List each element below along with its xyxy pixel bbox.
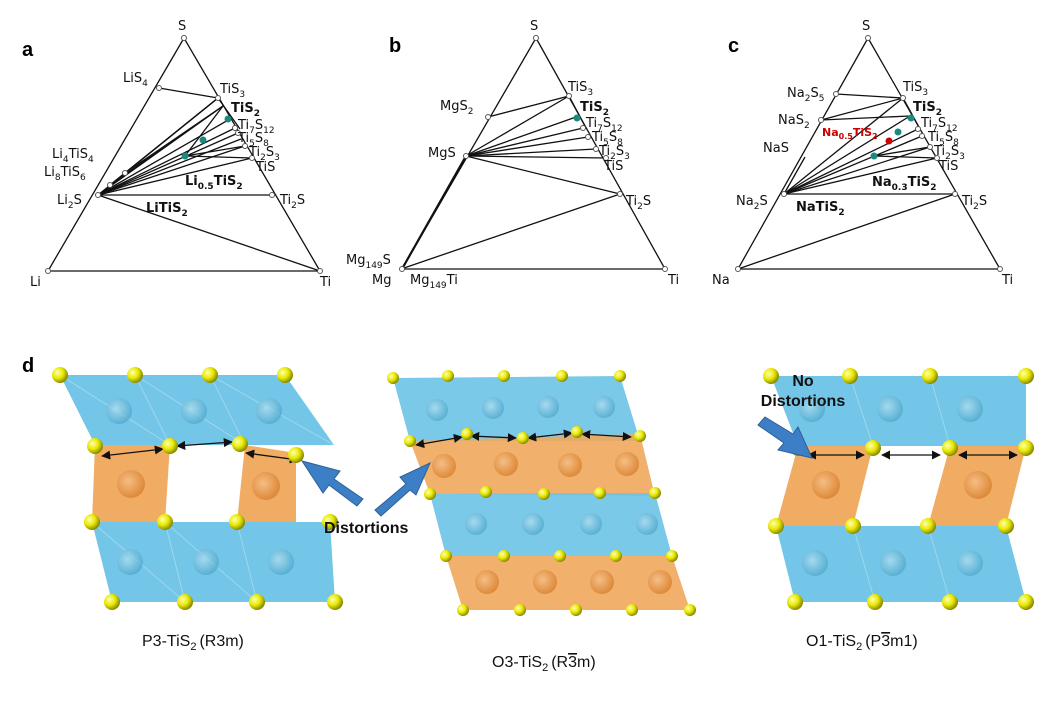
triangle-a-point-ti7s12 (224, 115, 232, 123)
label-ti2s3-a: Ti2S3 (248, 145, 280, 163)
annotation-distortions: Distortions (324, 520, 409, 537)
triangle-c-point-na03tis2 (870, 152, 878, 160)
phase-diagram-c (736, 36, 1002, 270)
label-mg149ti: Mg149Ti (410, 273, 458, 291)
label-na2s: Na2S (736, 194, 768, 212)
panel-label-b: b (389, 35, 401, 57)
structure-o1 (763, 368, 1034, 610)
distortion-arrows (300, 416, 813, 517)
label-ti5s8-b: Ti5S8 (591, 130, 623, 148)
triangle-a-points (45, 35, 323, 274)
label-mg149s: Mg149S (346, 253, 391, 271)
label-ti7s12-a: Ti7S12 (237, 118, 275, 136)
vertex-label-na: Na (712, 273, 730, 288)
arrow-to-o1 (757, 416, 813, 459)
label-ti5s8-a: Ti5S8 (237, 131, 269, 149)
label-li8tis6: Li8TiS6 (44, 165, 86, 183)
phase-diagram-b (400, 36, 667, 270)
panel-label-c: c (728, 35, 739, 57)
triangle-c-point-ti7s12 (907, 114, 915, 122)
label-ti2s-c: Ti2S (961, 194, 987, 212)
label-mgs: MgS (428, 146, 456, 161)
panel-label-d: d (22, 355, 34, 377)
label-ti2s-a: Ti2S (279, 193, 305, 211)
arrow-to-o3 (374, 461, 431, 517)
triangle-b-point-tis2 (573, 114, 581, 122)
caption-o1: O1-TiS2(P3m1) (806, 633, 918, 653)
label-li2s: Li2S (57, 193, 82, 211)
label-nas2: NaS2 (778, 113, 810, 131)
triangle-a-point-li05tis2-upper (199, 136, 207, 144)
label-natis2: NaTiS2 (796, 200, 845, 218)
arrow-to-p3 (300, 460, 364, 507)
label-ti2s3-c: Ti2S3 (933, 144, 965, 162)
label-ti2s3-b: Ti2S3 (598, 144, 630, 162)
structure-o3 (387, 370, 696, 616)
label-na03tis2: Na0.3TiS2 (872, 175, 937, 193)
label-ti5s8-c: Ti5S8 (927, 130, 959, 148)
label-ti7s12-b: Ti7S12 (585, 116, 623, 134)
label-na2s5: Na2S5 (787, 86, 824, 104)
label-li4tis4: Li4TiS4 (52, 147, 94, 165)
label-li05tis2: Li0.5TiS2 (185, 174, 243, 192)
label-na05tis2: Na0.5TiS2 (822, 126, 878, 141)
annotation-no: No (792, 373, 814, 390)
panel-label-a: a (22, 39, 34, 61)
caption-o3: O3-TiS2(R3m) (492, 654, 596, 674)
triangle-b-outline (400, 36, 667, 270)
vertex-label-li: Li (30, 275, 41, 290)
vertex-label-s-a: S (178, 19, 186, 34)
triangle-c-point-na05tis2 (885, 137, 893, 145)
label-tis3-a: TiS3 (219, 82, 245, 100)
vertex-label-s-c: S (862, 19, 870, 34)
label-tis2-b: TiS2 (580, 100, 609, 118)
phase-diagram-a (46, 36, 322, 272)
vertex-label-mg: Mg (372, 273, 391, 288)
label-lis4: LiS4 (123, 71, 148, 89)
caption-p3: P3-TiS2(R3m) (142, 633, 244, 653)
label-tis3-c: TiS3 (902, 80, 928, 98)
label-nas: NaS (763, 141, 789, 156)
label-mgs2: MgS2 (440, 99, 473, 117)
label-tis-c: TiS (938, 159, 958, 174)
vertex-label-ti-b: Ti (667, 273, 679, 288)
triangle-c-outline (736, 36, 1002, 270)
label-litis2: LiTiS2 (146, 201, 188, 219)
vertex-label-s-b: S (530, 19, 538, 34)
structure-p3 (52, 367, 343, 610)
label-ti7s12-c: Ti7S12 (920, 116, 958, 134)
triangle-b-points (399, 35, 668, 272)
vertex-label-ti-a: Ti (319, 275, 331, 290)
triangle-c-points (735, 35, 1003, 272)
label-tis3-b: TiS3 (567, 80, 593, 98)
label-tis2-c: TiS2 (913, 100, 942, 118)
triangle-c-point-upper (894, 128, 902, 136)
vertex-label-ti-c: Ti (1001, 273, 1013, 288)
triangle-a-point-li05tis2 (181, 152, 189, 160)
label-tis-a: TiS (255, 160, 275, 175)
label-ti2s-b: Ti2S (625, 194, 651, 212)
label-tis-b: TiS (603, 159, 623, 174)
label-tis2-a: TiS2 (231, 101, 260, 119)
triangle-a-outline (46, 36, 322, 272)
annotation-no-distortions: Distortions (761, 393, 846, 410)
